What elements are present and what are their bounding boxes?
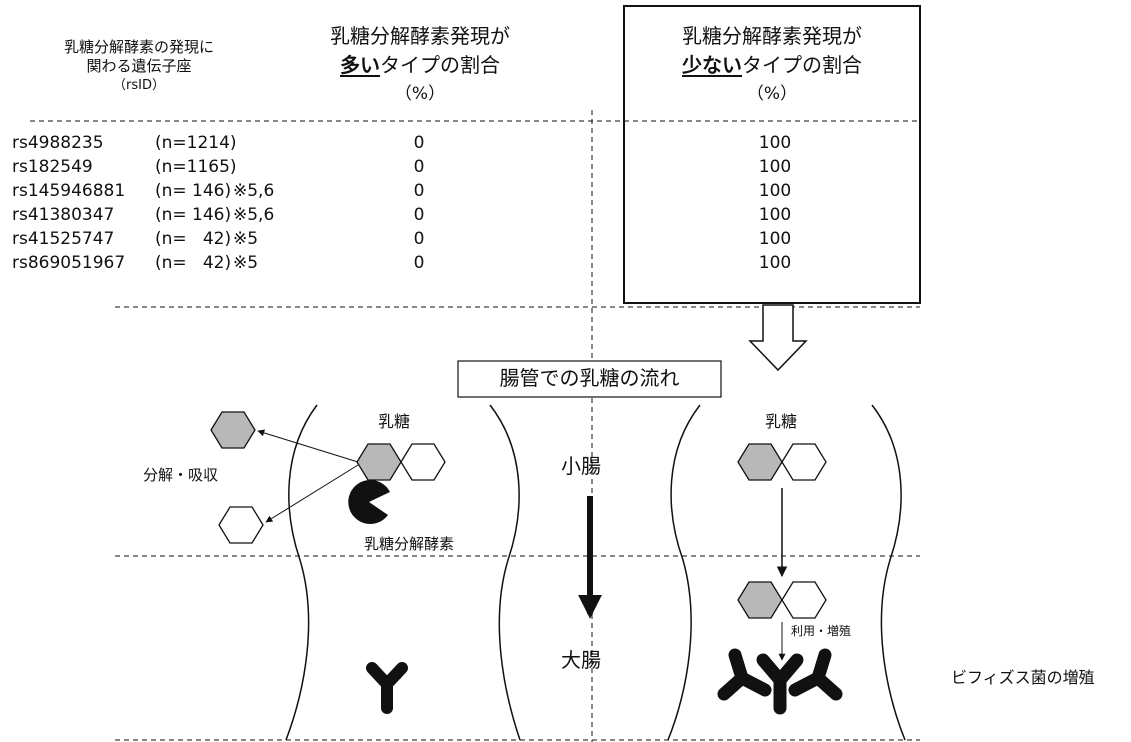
lactase-enzyme-icon: [348, 479, 390, 524]
lactose-galactose-hex-large: [781, 581, 827, 619]
footnote-mark: ※5,6: [233, 205, 275, 225]
high-type-header-line1: 乳糖分解酵素発現が: [330, 24, 510, 48]
sample-count: (n= 146): [155, 181, 232, 201]
right-intestine-wall-left: [667, 404, 701, 741]
bifido-growth-label: ビフィズス菌の増殖: [951, 668, 1095, 687]
lactose-glucose-hex-right: [737, 443, 783, 481]
rsid: rs4988235: [12, 133, 104, 153]
low-type-highlight-box: [623, 5, 921, 304]
rsid: rs869051967: [12, 253, 126, 273]
sample-count: (n= 146): [155, 205, 232, 225]
low-type-value: 100: [758, 157, 792, 177]
high-type-value: 0: [413, 133, 425, 153]
rsid: rs182549: [12, 157, 93, 177]
bifidobacteria-icon-right-tilted: [788, 648, 843, 701]
bifidobacteria-icon-left: [366, 662, 408, 714]
absorb-arrow-lower: [265, 464, 359, 523]
high-type-value: 0: [413, 181, 425, 201]
low-type-value: 100: [758, 205, 792, 225]
lactose-galactose-hex-right: [781, 443, 827, 481]
large-intestine-label: 大腸: [561, 648, 601, 672]
sample-count: (n= 42): [155, 253, 232, 273]
locus-header-line1: 乳糖分解酵素の発現に: [63, 38, 214, 56]
low-type-emphasis: 少ない: [682, 53, 742, 77]
sample-count: (n= 42): [155, 229, 232, 249]
bifidobacteria-icon-left-tilted: [717, 648, 772, 701]
use-grow-label: 利用・増殖: [791, 624, 852, 638]
right-intestine-wall-right: [871, 404, 906, 741]
digest-absorb-label: 分解・吸収: [143, 466, 219, 484]
lactose-label-left: 乳糖: [378, 412, 411, 431]
high-type-header: 乳糖分解酵素発現が 多いタイプの割合 （%）: [285, 22, 555, 109]
rsid: rs145946881: [12, 181, 126, 201]
low-type-value: 100: [758, 181, 792, 201]
high-type-emphasis: 多い: [340, 53, 380, 77]
low-type-unit: （%）: [746, 84, 798, 104]
footnote-mark: ※5: [233, 253, 259, 273]
high-type-header-line2: 多いタイプの割合: [285, 51, 555, 80]
low-type-header-rest: タイプの割合: [742, 53, 862, 77]
footnote-mark: ※5,6: [233, 181, 275, 201]
hollow-down-arrow: [748, 304, 808, 372]
low-type-header: 乳糖分解酵素発現が 少ないタイプの割合 （%）: [632, 22, 912, 109]
locus-header-line3: （rsID）: [113, 78, 165, 93]
enzyme-label: 乳糖分解酵素: [364, 535, 455, 553]
glucose-hex-absorbed: [210, 411, 256, 449]
high-type-unit: （%）: [394, 84, 446, 104]
sample-count: (n=1165): [155, 157, 237, 177]
left-intestine-wall-right: [489, 404, 521, 741]
rsid: rs41525747: [12, 229, 115, 249]
high-type-value: 0: [413, 253, 425, 273]
absorb-arrow-upper: [257, 429, 359, 463]
low-type-value: 100: [758, 229, 792, 249]
high-type-value: 0: [413, 229, 425, 249]
galactose-hex-absorbed: [218, 506, 264, 544]
lactose-galactose-hex-left: [400, 443, 446, 481]
locus-header: 乳糖分解酵素の発現に 関わる遺伝子座 （rsID）: [20, 38, 258, 95]
flow-title: 腸管での乳糖の流れ: [499, 366, 680, 390]
lactose-glucose-hex-left: [356, 443, 402, 481]
low-type-header-line1: 乳糖分解酵素発現が: [682, 24, 862, 48]
high-type-header-rest: タイプの割合: [380, 53, 500, 77]
flow-title-box: [457, 360, 722, 398]
footnote-mark: ※5: [233, 229, 259, 249]
high-type-value: 0: [413, 205, 425, 225]
low-type-value: 100: [758, 133, 792, 153]
small-intestine-label: 小腸: [561, 454, 601, 478]
low-type-value: 100: [758, 253, 792, 273]
sample-count: (n=1214): [155, 133, 237, 153]
rsid: rs41380347: [12, 205, 115, 225]
lactose-glucose-hex-large: [737, 581, 783, 619]
low-type-header-line2: 少ないタイプの割合: [632, 51, 912, 80]
high-type-value: 0: [413, 157, 425, 177]
lactose-label-right: 乳糖: [765, 412, 798, 431]
left-intestine-wall-left: [285, 404, 318, 741]
bifidobacteria-icon-center: [756, 653, 804, 715]
locus-header-line2: 関わる遺伝子座: [86, 57, 192, 75]
